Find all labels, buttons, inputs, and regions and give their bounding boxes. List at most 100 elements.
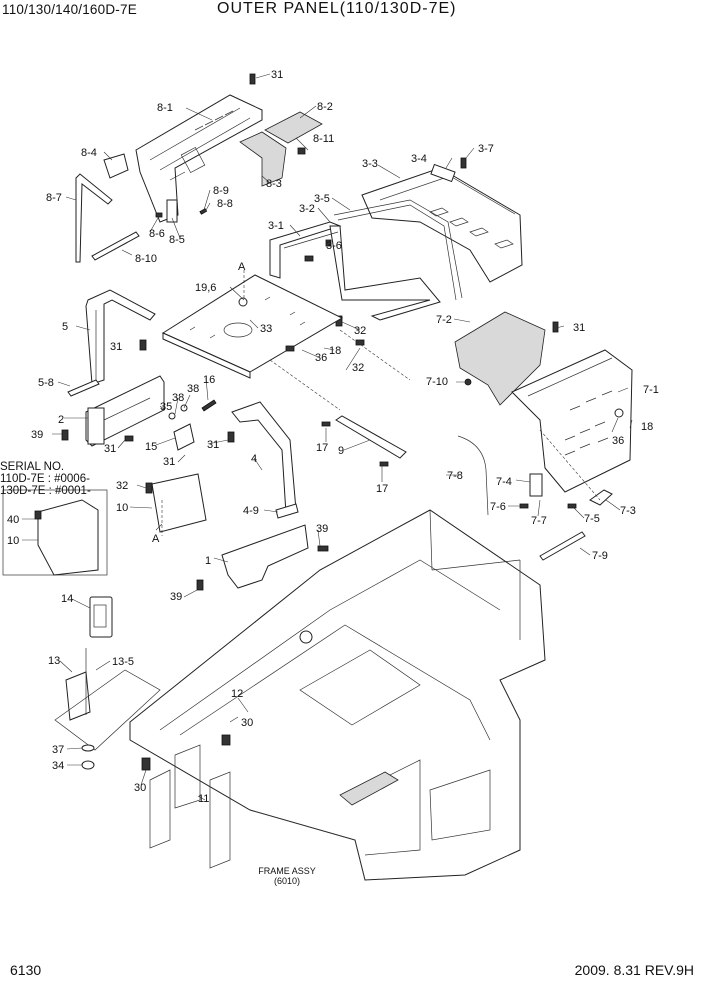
callout-13-5: 13-5 — [112, 656, 134, 668]
callout-2: 2 — [58, 414, 64, 426]
callout-13: 13 — [48, 655, 60, 667]
callout-5-8: 5-8 — [38, 377, 54, 389]
callout-17-b: 17 — [376, 483, 388, 495]
callout-8-4: 8-4 — [81, 147, 97, 159]
callout-1: 1 — [205, 555, 211, 567]
callout-31-d: 31 — [104, 443, 116, 455]
callout-8-3: 8-3 — [266, 178, 282, 190]
callout-8-5: 8-5 — [169, 234, 185, 246]
callout-31-c: 31 — [573, 322, 585, 334]
small-parts-left — [61, 339, 235, 443]
shaft-9 — [335, 415, 407, 459]
callout-3-5: 3-5 — [314, 193, 330, 205]
callout-38-a: 38 — [187, 383, 199, 395]
bracket-5 — [85, 289, 156, 385]
callout-7-10: 7-10 — [426, 376, 448, 388]
bracket-15 — [173, 423, 195, 451]
callout-40: 40 — [7, 514, 19, 526]
callout-7-7: 7-7 — [531, 515, 547, 527]
serial-line-130d: 130D-7E : #0001- — [0, 485, 91, 497]
callout-36-b: 36 — [612, 435, 624, 447]
bracket-1 — [196, 524, 329, 591]
callout-8-11: 8-11 — [313, 133, 334, 145]
callout-8-8: 8-8 — [217, 198, 233, 210]
latch-8-5 — [166, 199, 178, 223]
callout-7-5: 7-5 — [584, 513, 600, 525]
bracket-4 — [231, 401, 299, 519]
frame-assy-ref: (6010) — [273, 876, 300, 886]
hood-3-3 — [361, 163, 523, 283]
callout-31: 31 — [271, 69, 283, 81]
plate-10 — [145, 473, 207, 533]
callout-7-1: 7-1 — [643, 384, 659, 396]
pad-8-3 — [239, 131, 287, 187]
handle-7-3 — [589, 489, 613, 506]
callout-17-a: 17 — [316, 442, 328, 454]
callout-A-top: A — [238, 261, 246, 273]
callout-7-3: 7-3 — [620, 505, 636, 517]
callout-4: 4 — [251, 453, 257, 465]
callout-8-10: 8-10 — [135, 253, 157, 265]
serial-heading: SERIAL NO. — [0, 461, 65, 473]
callout-32-c: 32 — [116, 480, 128, 492]
callout-8-2: 8-2 — [317, 101, 333, 113]
page-number: 6130 — [10, 962, 42, 978]
construction-lines — [161, 270, 601, 536]
strip-8-10 — [91, 231, 140, 261]
callout-16: 16 — [203, 374, 215, 386]
callout-7-8: 7-8 — [447, 470, 463, 482]
callout-3-7: 3-7 — [478, 143, 494, 155]
seal-3-5 — [333, 199, 463, 301]
callout-39-b: 39 — [316, 523, 328, 535]
callout-32-b: 32 — [352, 362, 364, 374]
callout-3-3: 3-3 — [362, 158, 378, 170]
callout-9: 9 — [338, 445, 344, 457]
box-13 — [54, 648, 161, 770]
floor-plate-19-6 — [161, 274, 344, 379]
pad-8-2 — [264, 111, 323, 144]
callout-7-4: 7-4 — [496, 476, 512, 488]
leader-lines — [22, 73, 633, 801]
strip-7-8 — [457, 435, 489, 516]
callout-10-b: 10 — [7, 535, 19, 547]
callout-8-6: 8-6 — [149, 228, 165, 240]
callout-30-a: 30 — [241, 717, 253, 729]
callout-3-1: 3-1 — [268, 220, 284, 232]
bolts-right — [464, 321, 624, 509]
callout-15: 15 — [145, 441, 157, 453]
callout-8-9: 8-9 — [213, 185, 229, 197]
callout-3-2: 3-2 — [299, 203, 315, 215]
latch-7-4 — [529, 473, 543, 497]
main-frame — [129, 509, 546, 881]
bracket-8-4 — [103, 153, 129, 179]
serial-line-110d: 110D-7E : #0006- — [0, 473, 90, 485]
cover-8-1 — [135, 94, 263, 223]
serial-box — [2, 489, 108, 576]
callout-18-b: 18 — [641, 421, 653, 433]
callout-37: 37 — [52, 744, 64, 756]
callout-18-a: 18 — [329, 345, 341, 357]
callout-39-c: 39 — [170, 591, 182, 603]
callout-5: 5 — [62, 321, 68, 333]
callout-31-f: 31 — [163, 456, 175, 468]
callout-8-7: 8-7 — [46, 192, 62, 204]
callout-7-6: 7-6 — [490, 501, 506, 513]
callout-36-a: 36 — [315, 352, 327, 364]
callout-30-b: 30 — [134, 782, 146, 794]
callout-4-9: 4-9 — [243, 505, 259, 517]
callout-7-2: 7-2 — [436, 314, 452, 326]
callout-31-b: 31 — [110, 341, 122, 353]
callout-3-4: 3-4 — [411, 153, 427, 165]
callout-33: 33 — [260, 323, 272, 335]
pad-7-2 — [454, 311, 546, 406]
callout-8-1: 8-1 — [157, 102, 173, 114]
side-cover-7-1 — [511, 349, 633, 493]
rod-8-7 — [75, 173, 113, 263]
box-14 — [89, 596, 113, 638]
callout-39-a: 39 — [31, 429, 43, 441]
callout-12: 12 — [231, 688, 243, 700]
callout-14: 14 — [61, 593, 73, 605]
callout-10-a: 10 — [116, 502, 128, 514]
callout-34: 34 — [52, 760, 64, 772]
